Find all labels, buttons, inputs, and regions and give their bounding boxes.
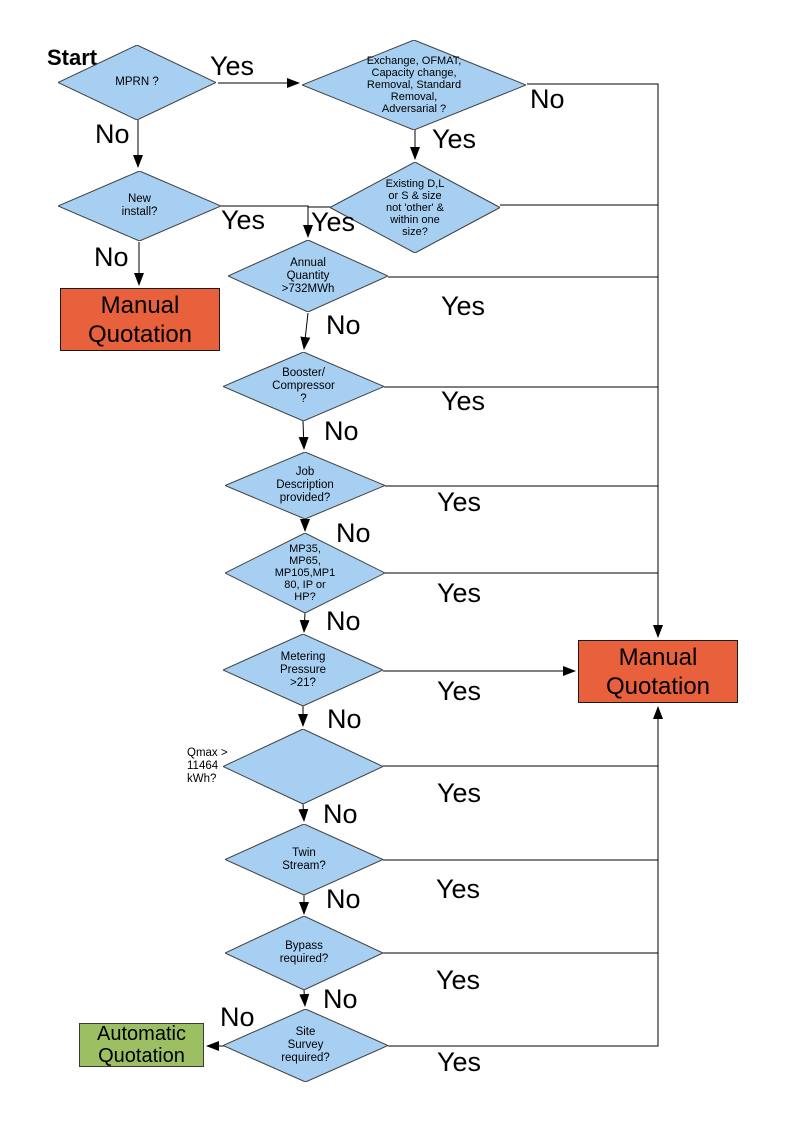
diamond-shape [223, 729, 383, 804]
label-new-install-no: No [94, 242, 129, 272]
diamond-shape [225, 452, 385, 519]
label-booster-yes: Yes [441, 386, 486, 416]
label-twin-no: No [326, 884, 361, 914]
label-mp-no: No [326, 606, 361, 636]
node-site-survey: Site Survey required? [223, 1009, 388, 1082]
automatic-quotation-label: Automatic [97, 1023, 186, 1045]
node-bypass: Bypass required? [225, 916, 383, 990]
start-label: Start [47, 45, 98, 70]
diamond-shape [225, 824, 383, 895]
node-qmax: Qmax > 11464 kWh? [187, 729, 383, 804]
node-mprn: MPRN ? [58, 45, 216, 120]
label-exchange-no: No [530, 84, 565, 114]
edge-booster-no [298, 420, 309, 450]
diamond-shape [225, 533, 385, 613]
node-annual-quantity-label: Annual Quantity >732MWh [281, 256, 335, 295]
node-metering-pressure: Metering Pressure >21? [223, 634, 383, 706]
edge-newinstall-yes [221, 205, 313, 238]
diamond-shape [225, 916, 383, 990]
label-existing-yes: Yes [311, 207, 356, 237]
node-new-install: New install? [58, 171, 221, 241]
edge-annual-no [300, 312, 311, 350]
node-qmax-label: Qmax > 11464 kWh? [187, 747, 228, 785]
node-pressure-tier: MP35, MP65, MP105,MP1 80, IP or HP? [225, 533, 385, 613]
node-exchange: Exchange, OFMAT, Capacity change, Remova… [302, 40, 526, 130]
diamond-shape [330, 162, 500, 253]
label-metering-yes: Yes [437, 676, 482, 706]
node-job-description-label: Job Description provided? [276, 466, 334, 504]
diamond-shape [228, 240, 388, 312]
node-twin-stream: Twin Stream? [225, 824, 383, 895]
label-job-yes: Yes [437, 487, 482, 517]
diamond-shape [302, 40, 526, 130]
diamond-shape [223, 352, 384, 421]
manual-quotation-right-label: Manual [618, 643, 698, 671]
node-existing-label: Existing D,L or S & size not 'other' & w… [385, 177, 445, 238]
edge-qmax-no [298, 803, 309, 822]
node-twin-stream-label: Twin Stream? [282, 846, 326, 872]
label-new-install-yes: Yes [221, 205, 266, 235]
label-booster-no: No [324, 416, 359, 446]
diamond-shape [223, 634, 383, 706]
diamond-shape [223, 1009, 388, 1082]
node-metering-pressure-label: Metering Pressure >21? [279, 650, 327, 689]
label-bypass-yes: Yes [436, 965, 481, 995]
automatic-quotation-label: Quotation [98, 1045, 185, 1067]
label-annual-no: No [326, 310, 361, 340]
label-mprn-yes: Yes [210, 51, 255, 81]
diamond-shape [58, 45, 216, 120]
node-booster: Booster/ Compressor ? [223, 352, 384, 421]
label-bypass-no: No [323, 984, 358, 1014]
diamond-shape [58, 171, 221, 241]
edge-mp-no [299, 612, 310, 633]
node-pressure-tier-label: MP35, MP65, MP105,MP1 80, IP or HP? [274, 543, 336, 603]
node-exchange-label: Exchange, OFMAT, Capacity change, Remova… [366, 55, 462, 115]
node-new-install-label: New install? [121, 193, 158, 218]
node-existing: Existing D,L or S & size not 'other' & w… [330, 162, 500, 253]
label-qmax-no: No [323, 799, 358, 829]
label-site-survey-yes: Yes [437, 1047, 482, 1077]
label-job-no: No [336, 518, 371, 548]
manual-quotation-right-label: Quotation [605, 672, 711, 700]
node-site-survey-label: Site Survey required? [281, 1026, 330, 1064]
label-twin-yes: Yes [436, 874, 481, 904]
label-mprn-no: No [95, 119, 130, 149]
edge-site-yes-rail [388, 706, 663, 1047]
node-manual-quotation-right: Manual Quotation [578, 640, 738, 703]
node-automatic-quotation: Automatic Quotation [79, 1023, 204, 1067]
edge-exchange-no-rail [527, 83, 663, 638]
node-manual-quotation-left: Manual Quotation [60, 288, 220, 351]
node-booster-label: Booster/ Compressor ? [272, 367, 335, 405]
node-bypass-label: Bypass required? [279, 940, 329, 965]
label-annual-yes: Yes [441, 291, 486, 321]
manual-quotation-left-label: Quotation [87, 320, 193, 348]
label-site-survey-no: No [220, 1002, 255, 1032]
label-qmax-yes: Yes [437, 778, 482, 808]
label-exchange-yes: Yes [432, 124, 477, 154]
node-mprn-label: MPRN ? [115, 76, 159, 88]
label-metering-no: No [327, 704, 362, 734]
manual-quotation-left-label: Manual [100, 291, 180, 319]
edge-bypass-no [299, 989, 310, 1007]
node-annual-quantity: Annual Quantity >732MWh [228, 240, 388, 312]
label-mp-yes: Yes [437, 578, 482, 608]
node-job-description: Job Description provided? [225, 452, 385, 519]
